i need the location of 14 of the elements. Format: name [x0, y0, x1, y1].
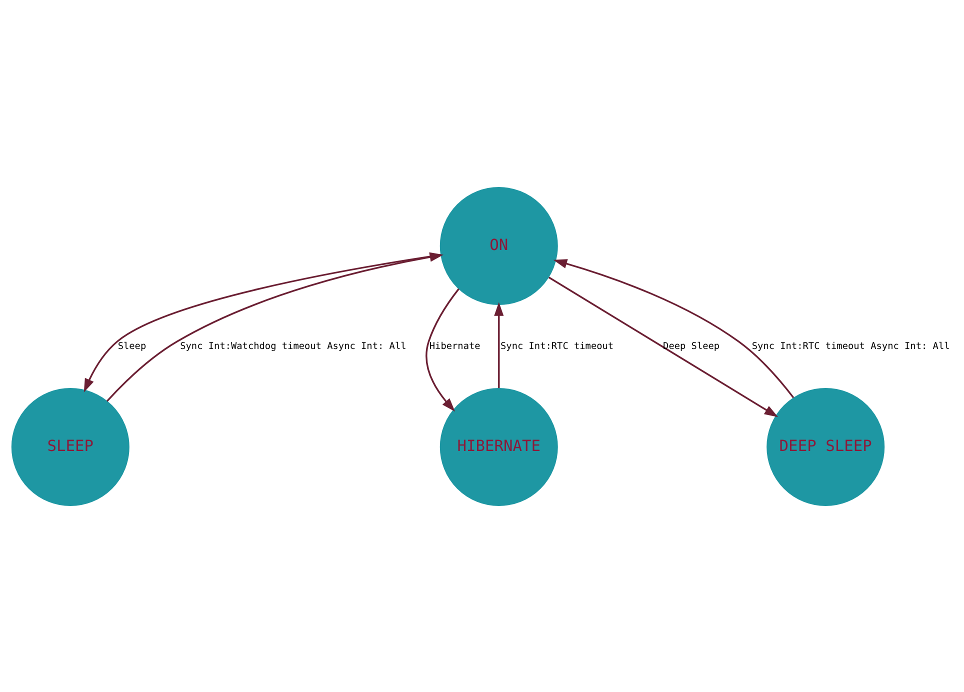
edge-label: Sync Int:Watchdog timeout Async Int: All [180, 340, 406, 352]
node-circle: HIBERNATE [440, 387, 558, 506]
edge-label: Hibernate [429, 340, 480, 352]
edge-label: Sync Int:RTC timeout [500, 340, 614, 352]
arrow [494, 302, 504, 388]
arrow [553, 258, 794, 398]
node-circle: SLEEP [11, 387, 130, 506]
node-circle: DEEP SLEEP [766, 387, 885, 506]
arrow [426, 288, 460, 412]
arrow [548, 276, 778, 417]
edge-label: Deep Sleep [663, 340, 720, 352]
node-circle: ON [440, 186, 558, 305]
edge-label: Sync Int:RTC timeout Async Int: All [752, 340, 950, 352]
edge-label: Sleep [118, 340, 146, 352]
